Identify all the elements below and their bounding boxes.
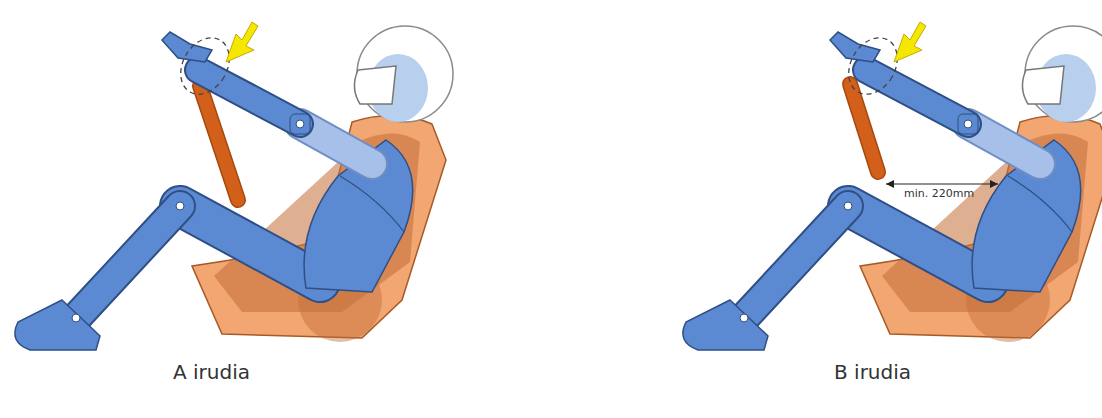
steering-column bbox=[850, 84, 878, 172]
dimension-line bbox=[886, 180, 998, 188]
figure-a bbox=[15, 22, 453, 350]
driver-figure bbox=[15, 22, 453, 350]
dimension-label: min. 220mm bbox=[904, 187, 974, 200]
figure-caption: B irudia bbox=[834, 360, 911, 384]
figure-b bbox=[683, 22, 1102, 350]
figure-caption: A irudia bbox=[173, 360, 250, 384]
steering-column bbox=[850, 84, 878, 172]
driver-figure bbox=[683, 22, 1102, 350]
